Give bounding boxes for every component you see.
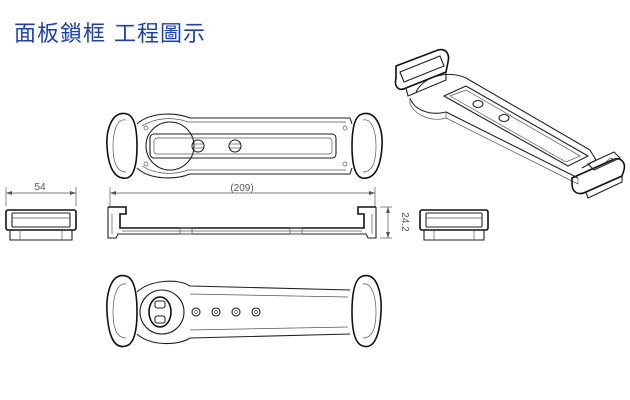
front-view: (209) 24.2: [107, 183, 410, 239]
height-dimension: 24.2: [399, 212, 410, 232]
screw-hole-icon: [472, 99, 484, 109]
screw-hole-icon: [498, 113, 510, 123]
screw-hole-icon: [191, 307, 201, 317]
left-side-view: 54: [5, 182, 77, 241]
right-side-view: [419, 209, 489, 241]
top-view: [106, 112, 383, 179]
left-wing: [106, 112, 138, 179]
screw-icon: [191, 139, 205, 153]
center-slot: [149, 133, 337, 159]
screw-hole-icon: [251, 307, 261, 317]
rotation-hub: [139, 289, 185, 335]
screw-icon: [228, 139, 242, 153]
right-wing: [351, 274, 382, 348]
center-slot: [442, 85, 590, 167]
lower-end-cap: [571, 157, 626, 195]
width-dimension: 54: [34, 182, 46, 193]
screw-hole-icon: [231, 307, 241, 317]
length-dimension: (209): [230, 183, 253, 194]
isometric-view: [394, 48, 626, 199]
knob: [148, 296, 172, 328]
screw-hole-icon: [211, 307, 221, 317]
left-wing: [106, 274, 138, 348]
bottom-view: [106, 274, 382, 348]
right-wing: [351, 112, 383, 179]
page-title: 面板鎖框 工程圖示: [14, 22, 206, 47]
